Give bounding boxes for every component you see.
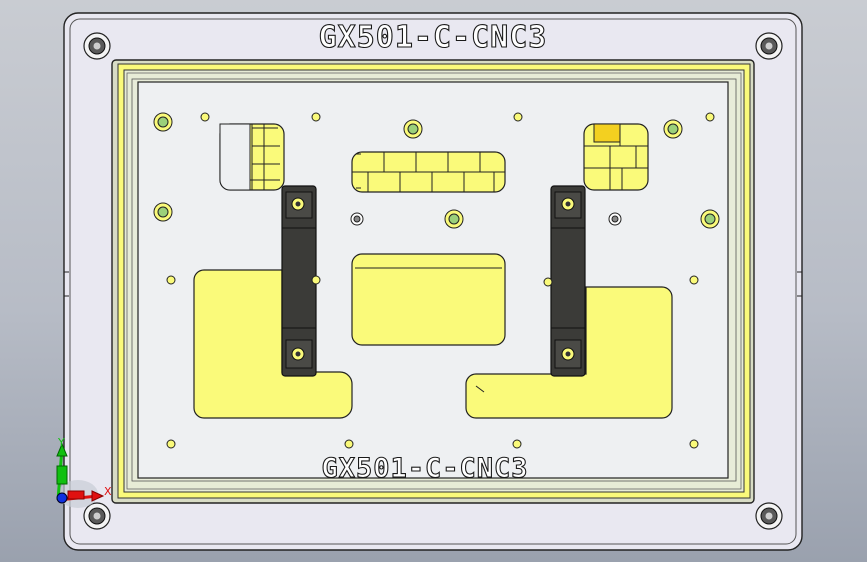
axis-y-label: Y — [57, 436, 65, 449]
center-support-pad[interactable] — [351, 253, 506, 346]
screw-icon — [83, 32, 111, 60]
threaded-hole-icon — [350, 212, 622, 226]
axis-x-label: X — [104, 485, 112, 498]
vent-cutout-left — [219, 123, 285, 191]
coordinate-triad: X Y — [56, 436, 112, 508]
locating-pin-icon — [153, 202, 173, 222]
screw-icon — [83, 502, 111, 530]
vent-cutout-right — [583, 123, 649, 191]
clamp-bar-right[interactable] — [550, 185, 586, 377]
mounting-hole-icon — [166, 112, 715, 449]
locating-pin-icon — [444, 209, 464, 229]
locating-pin-icon — [153, 112, 173, 132]
locating-pin-icon — [403, 119, 423, 139]
top-engraving-label: GX501-C-CNC3 — [319, 20, 548, 55]
support-pad-left[interactable] — [193, 269, 353, 419]
screw-icon — [755, 32, 783, 60]
clamp-bar-left[interactable] — [281, 185, 317, 377]
vent-cutout-center — [351, 151, 506, 193]
locating-pin-icon — [663, 119, 683, 139]
support-pad-right[interactable] — [465, 286, 673, 419]
locating-pin-icon — [700, 209, 720, 229]
screw-icon — [755, 502, 783, 530]
bottom-engraving-label: GX501-C-CNC3 — [321, 453, 528, 484]
